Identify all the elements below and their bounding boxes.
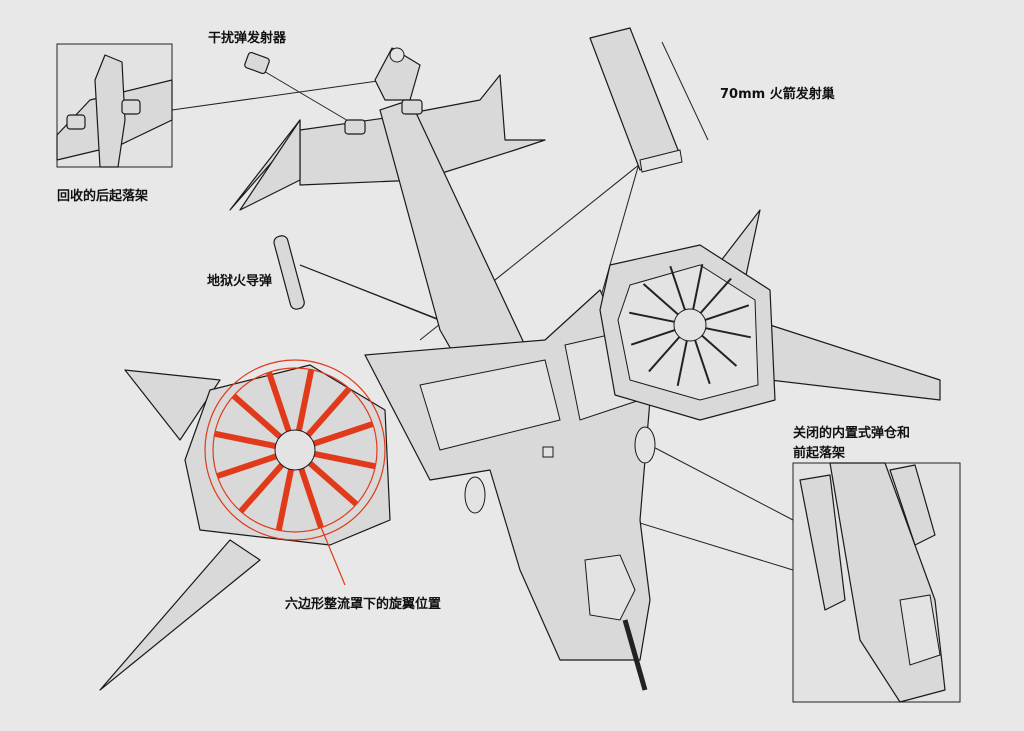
- rotor-blade: [238, 463, 285, 514]
- rotor-blade: [214, 430, 276, 449]
- label-rotor-position: 六边形整流罩下的旋翼位置: [285, 596, 441, 612]
- rotor-blade: [296, 369, 315, 431]
- rotor-leader-line: [317, 519, 346, 586]
- rotor-blade: [313, 421, 374, 447]
- rotor-blade: [705, 327, 751, 339]
- rotor-blade: [669, 265, 686, 311]
- label-flare-launcher: 干扰弹发射器: [208, 30, 287, 46]
- rotor-blade: [642, 283, 679, 316]
- rotor-blade: [314, 451, 376, 470]
- hellfire-missile-part: [273, 235, 305, 310]
- label-closed-bay-1: 关闭的内置式弹仓和: [793, 425, 910, 441]
- rotor-blade: [630, 329, 676, 346]
- rotor-blade: [629, 311, 675, 323]
- rotor-blade: [231, 393, 282, 440]
- label-closed-bay-2: 前起落架: [793, 445, 845, 461]
- label-rocket-pod: 70mm 火箭发射巢: [720, 86, 836, 102]
- left-rotor-nacelle: [184, 359, 391, 546]
- inset-rear-gear: [56, 43, 173, 168]
- rotor-blade: [676, 340, 688, 386]
- rotor-blade: [298, 468, 324, 529]
- left-wing: [99, 369, 261, 691]
- rotor-blade: [692, 264, 704, 310]
- rotor-blade: [266, 371, 292, 432]
- fuselage: [364, 289, 656, 691]
- rotor-blade: [704, 304, 750, 321]
- rotor-blade: [701, 334, 738, 367]
- rotor-blade: [305, 386, 352, 437]
- rotor-blade: [699, 277, 732, 314]
- rocket-pod-part: [589, 27, 709, 173]
- flare-launcher-part: [244, 51, 270, 75]
- rotor-blade: [308, 460, 359, 507]
- rotor-blade: [275, 469, 294, 531]
- rotor-blade: [694, 339, 711, 385]
- label-retracted-rear-gear: 回收的后起落架: [57, 188, 148, 204]
- inset-closed-bay: [792, 462, 961, 703]
- rotor-blade: [648, 336, 681, 373]
- right-rotor-nacelle: [599, 244, 776, 421]
- rotor-blade: [216, 453, 277, 479]
- label-hellfire-missile: 地狱火导弹: [207, 273, 272, 289]
